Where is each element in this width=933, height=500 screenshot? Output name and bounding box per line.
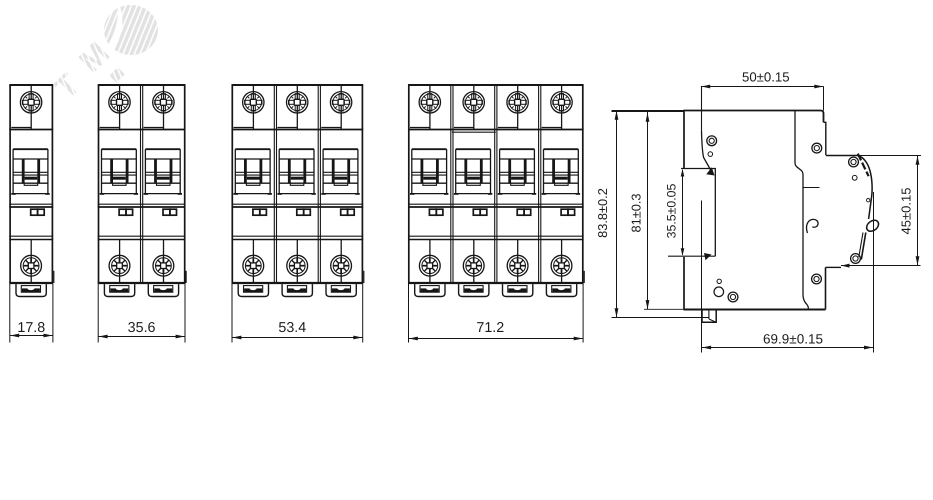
svg-text:69.9±0.15: 69.9±0.15 xyxy=(763,332,823,347)
svg-text:83.8±0.2: 83.8±0.2 xyxy=(595,188,610,238)
svg-text:35.6: 35.6 xyxy=(128,320,156,336)
svg-text:81±0.3: 81±0.3 xyxy=(629,193,644,232)
svg-text:53.4: 53.4 xyxy=(278,320,306,336)
svg-text:50±0.15: 50±0.15 xyxy=(742,70,790,85)
svg-text:71.2: 71.2 xyxy=(476,320,504,336)
svg-text:45±0.15: 45±0.15 xyxy=(899,188,914,235)
svg-text:35.5±0.05: 35.5±0.05 xyxy=(664,184,678,239)
svg-text:17.8: 17.8 xyxy=(17,320,45,336)
